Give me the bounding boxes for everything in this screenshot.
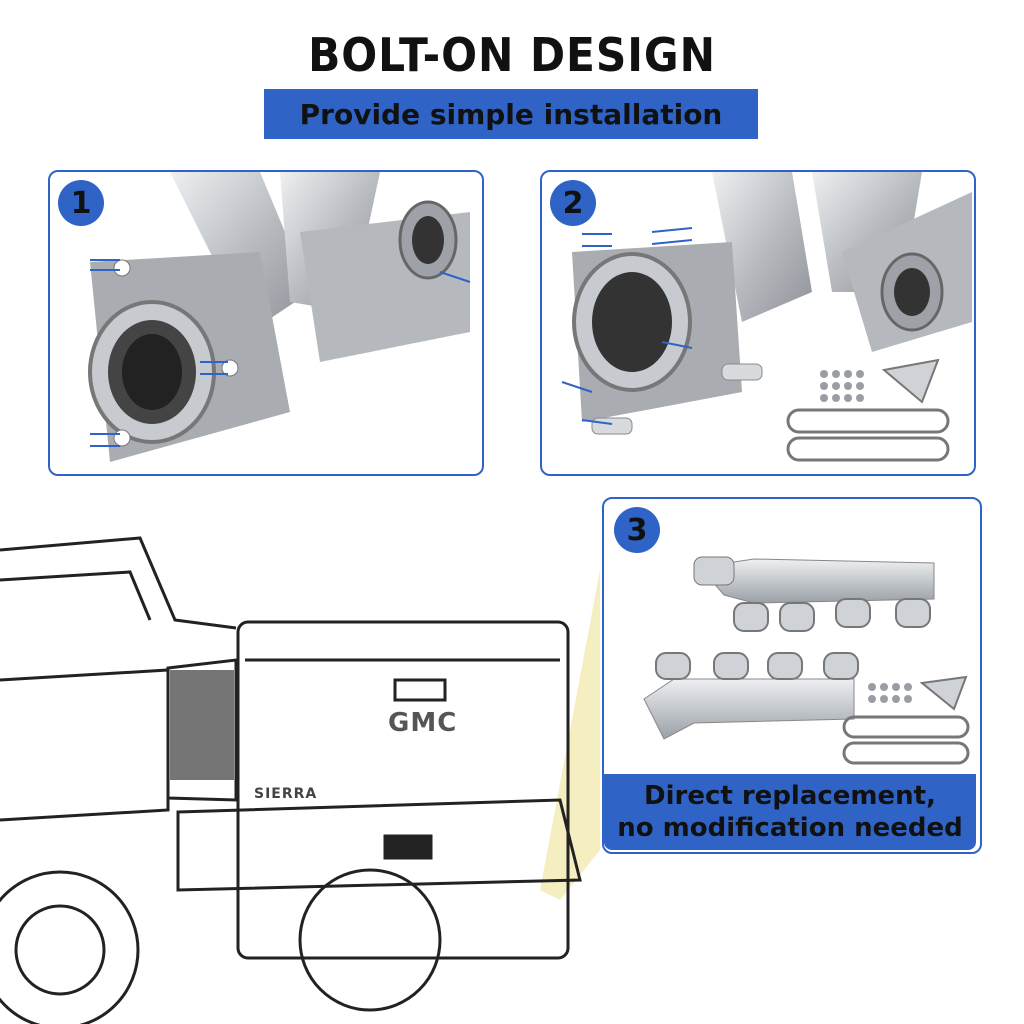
truck-illustration bbox=[0, 536, 600, 1024]
model-badge: SIERRA bbox=[254, 786, 318, 802]
caption-line-1: Direct replacement, bbox=[644, 781, 936, 811]
step-2-panel: 2 bbox=[540, 170, 976, 476]
subtitle-banner: Provide simple installation bbox=[264, 89, 758, 139]
caption-line-2: no modification needed bbox=[617, 813, 963, 843]
step-2-badge: 2 bbox=[550, 180, 596, 226]
step-3-caption: Direct replacement, no modification need… bbox=[604, 774, 976, 850]
step-1-panel: 1 bbox=[48, 170, 484, 476]
header-pair-kit-image bbox=[643, 556, 970, 765]
truck-rear-scene: GMC SIERRA bbox=[0, 480, 1024, 1024]
header-with-hardware-image bbox=[561, 172, 972, 462]
step-3-badge: 3 bbox=[614, 507, 660, 553]
brand-badge: GMC bbox=[388, 708, 458, 738]
step-1-badge: 1 bbox=[58, 180, 104, 226]
page-title: BOLT-ON DESIGN bbox=[308, 28, 716, 82]
header-flange-closeup-image bbox=[88, 172, 471, 462]
